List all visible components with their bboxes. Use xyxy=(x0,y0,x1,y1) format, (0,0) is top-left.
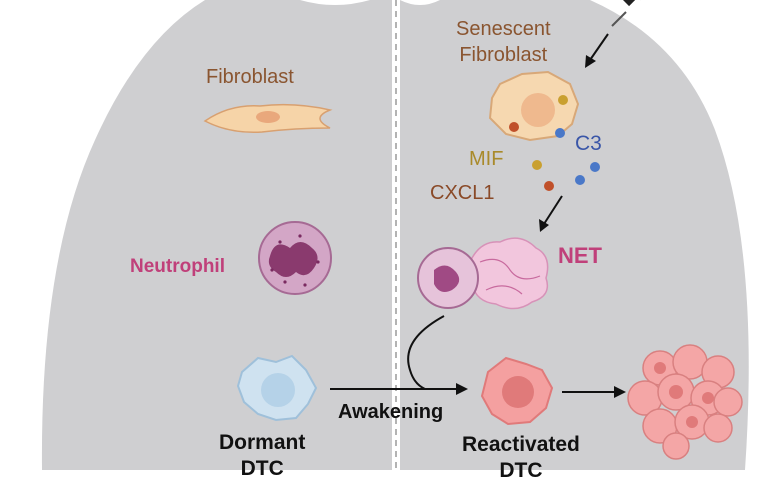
senescent-fibroblast-icon xyxy=(488,70,580,142)
cxcl1-label: CXCL1 xyxy=(430,182,495,204)
reactivated-label-line1: Reactivated xyxy=(462,433,580,456)
mif-label: MIF xyxy=(469,148,504,170)
net-link-curve xyxy=(407,315,445,390)
senescent-label-line1: Senescent xyxy=(456,18,551,40)
c3-label: C3 xyxy=(575,132,602,155)
senescent-fibroblast-label: Senescent Fibroblast xyxy=(456,16,551,68)
reactivated-label-line2: DTC xyxy=(499,459,543,482)
dormant-label-line2: DTC xyxy=(240,457,284,480)
net-label: NET xyxy=(558,243,602,268)
fibroblast-icon xyxy=(203,103,333,134)
fibroblast-label: Fibroblast xyxy=(206,66,294,88)
tumor-cluster-icon xyxy=(627,344,743,460)
dormant-dtc-icon xyxy=(236,354,318,422)
dormant-dtc-label: Dormant DTC xyxy=(219,430,305,482)
syringe-arrow xyxy=(585,33,609,68)
awakening-arrow xyxy=(330,383,468,395)
growth-arrow xyxy=(562,386,626,398)
factors-arrow xyxy=(539,195,563,232)
awakening-label: Awakening xyxy=(338,401,444,423)
net-icon xyxy=(417,237,549,310)
senescent-label-line2: Fibroblast xyxy=(459,44,548,66)
reactivated-dtc-label: Reactivated DTC xyxy=(462,432,580,484)
dormant-label-line1: Dormant xyxy=(219,431,306,454)
secreted-factors xyxy=(532,160,600,191)
diagram-canvas xyxy=(41,0,749,470)
neutrophil-label: Neutrophil xyxy=(130,256,225,277)
reactivated-dtc-icon xyxy=(480,356,554,426)
neutrophil-icon xyxy=(258,221,332,295)
